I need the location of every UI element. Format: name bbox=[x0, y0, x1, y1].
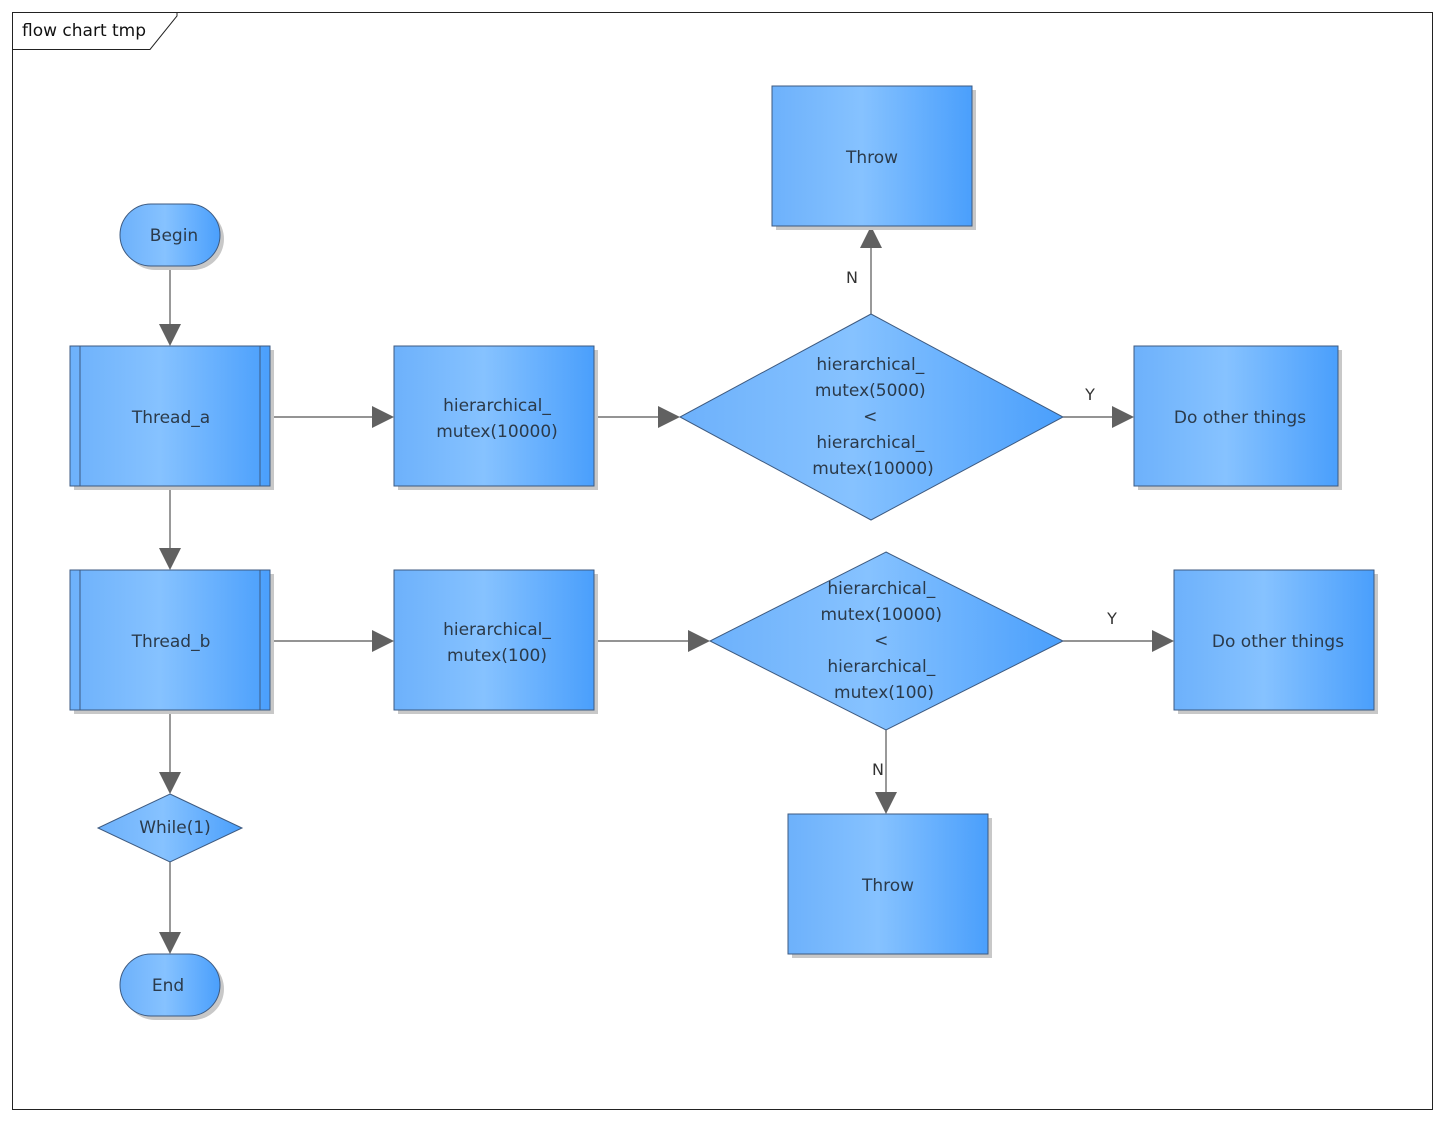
node-label: Do other things bbox=[1212, 632, 1344, 652]
node-label: While(1) bbox=[139, 818, 211, 838]
node-thread-b[interactable]: Thread_b bbox=[69, 569, 274, 714]
node-label: Throw bbox=[845, 148, 898, 168]
node-decision-a[interactable]: hierarchical_ mutex(5000) < hierarchical… bbox=[678, 313, 1065, 521]
node-label: hierarchical_ mutex(10000) < hierarchica… bbox=[821, 579, 948, 703]
frame-title: flow chart tmp bbox=[22, 21, 146, 41]
node-while[interactable]: While(1) bbox=[96, 793, 244, 863]
arrowhead bbox=[159, 324, 181, 346]
arrowhead bbox=[159, 548, 181, 570]
arrowhead bbox=[688, 630, 710, 652]
edge-label-no: N bbox=[846, 268, 858, 287]
node-throw-a[interactable]: Throw bbox=[771, 85, 976, 230]
node-label: Thread_a bbox=[131, 408, 210, 428]
node-decision-b[interactable]: hierarchical_ mutex(10000) < hierarchica… bbox=[708, 551, 1065, 731]
node-mutex-b[interactable]: hierarchical_mutex(100) bbox=[393, 569, 598, 714]
node-end[interactable]: End bbox=[119, 953, 224, 1020]
node-label: hierarchical_mutex(100) bbox=[443, 620, 551, 666]
diagram-frame bbox=[12, 12, 1433, 1110]
node-mutex-a[interactable]: hierarchical_mutex(10000) bbox=[393, 345, 598, 490]
node-other-b[interactable]: Do other things bbox=[1173, 569, 1378, 714]
arrowhead bbox=[159, 772, 181, 794]
arrowhead bbox=[658, 406, 680, 428]
edge-label-no: N bbox=[872, 760, 884, 779]
node-other-a[interactable]: Do other things bbox=[1133, 345, 1342, 490]
arrowhead bbox=[1112, 406, 1134, 428]
edge-label-yes: Y bbox=[1084, 385, 1095, 404]
edges: N Y Y N bbox=[159, 226, 1174, 954]
frame-title-tab bbox=[12, 12, 178, 50]
arrowhead bbox=[1152, 630, 1174, 652]
node-begin[interactable]: Begin bbox=[119, 203, 224, 270]
node-label: Do other things bbox=[1174, 408, 1306, 428]
node-throw-b[interactable]: Throw bbox=[787, 813, 992, 958]
node-label: Throw bbox=[861, 876, 914, 896]
node-label: End bbox=[152, 976, 184, 996]
arrowhead bbox=[372, 406, 394, 428]
node-thread-a[interactable]: Thread_a bbox=[69, 345, 274, 490]
node-label: Begin bbox=[150, 226, 198, 246]
node-label: Thread_b bbox=[131, 632, 211, 652]
arrowhead bbox=[159, 932, 181, 954]
node-label: hierarchical_mutex(10000) bbox=[436, 396, 558, 442]
arrowhead bbox=[372, 630, 394, 652]
arrowhead bbox=[860, 226, 882, 248]
edge-label-yes: Y bbox=[1106, 609, 1117, 628]
arrowhead bbox=[875, 792, 897, 814]
node-label: hierarchical_ mutex(5000) < hierarchical… bbox=[812, 355, 934, 479]
